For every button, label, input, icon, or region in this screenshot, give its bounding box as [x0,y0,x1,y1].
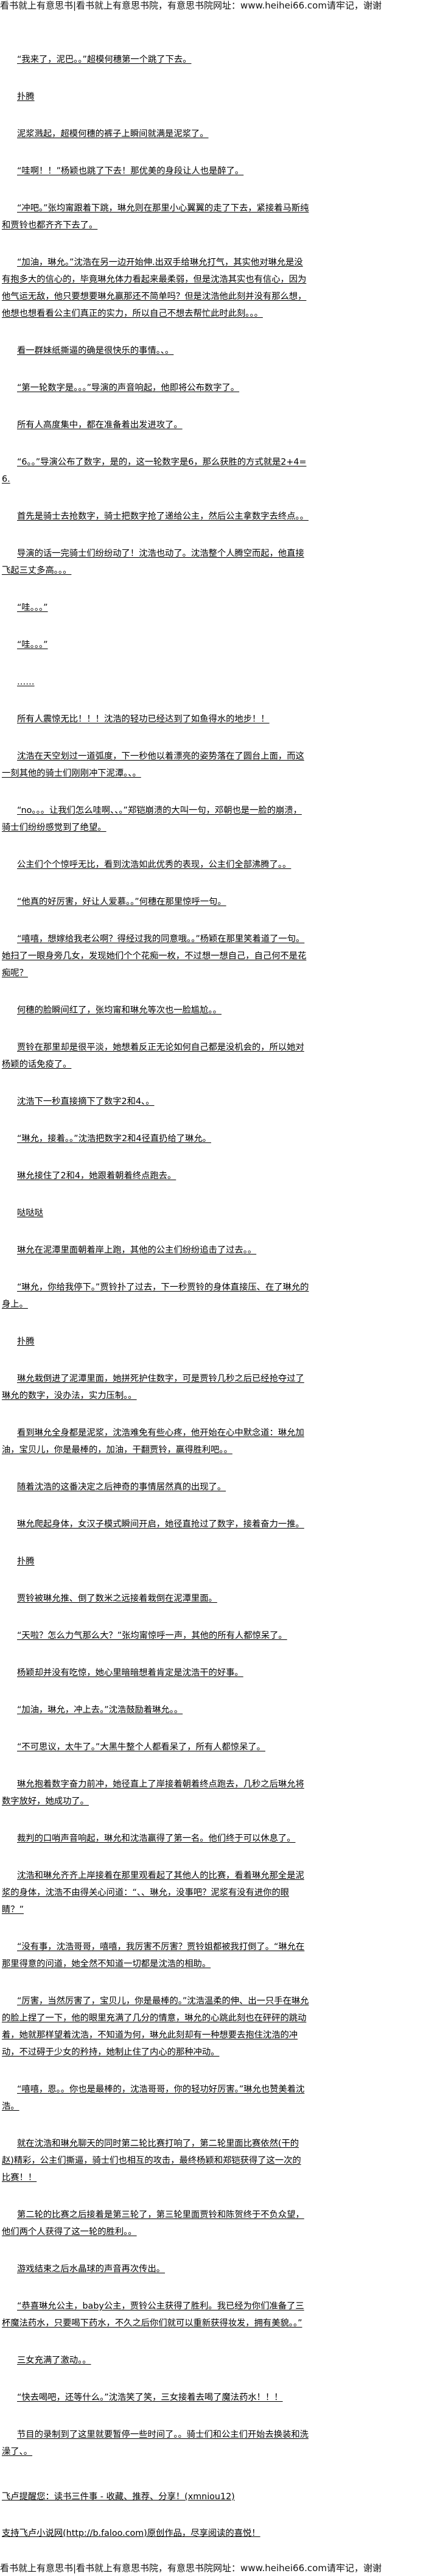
paragraph: 第二轮的比赛之后接着是第三轮了，第三轮里面贾铃和陈贺终于不负众望，他们两个人获得… [2,2210,304,2237]
paragraph: 三女充满了激动。。 [17,2356,91,2365]
paragraph: 裁判的口哨声音响起，琳允和沈浩赢得了第一名。他们终于可以休息了。 [17,1834,296,1843]
paragraph: “恭喜琳允公主，baby公主，贾铃公主获得了胜利。我已经为你们准备了三杯魔法药水… [2,2301,304,2328]
paragraph: “他真的好厉害，好让人爱慕。。”何穗在那里惊呼一句。 [17,897,226,907]
paragraph: 杨颖却并没有吃惊，她心里暗暗想着肯定是沈浩干的好事。 [17,1668,243,1678]
site-banner-top: 看书就上有意思书|看书就上有意思书院，有意思书院网址：www.heihei66.… [0,0,382,11]
paragraph: “厉害，当然厉害了，宝贝儿，你是最棒的。”沈浩温柔的伸、出一只手在琳允的脸上捏了… [2,1996,309,2057]
paragraph: 琳允接住了2和4，她跟着朝着终点跑去。 [17,1171,176,1181]
paragraph: 泥浆溅起，超模何穗的裤子上瞬间就满是泥浆了。 [17,129,209,139]
paragraph: “哇啊！！”杨颖也跳了下去！那优美的身段让人也是醉了。 [17,166,244,176]
paragraph: 哒哒哒 [17,1208,43,1218]
paragraph: “琳允，你给我停下。”贾铃扑了过去，下一秒贾铃的身体直接压、在了琳允的身上。 [2,1283,309,1309]
paragraph: 贾铃被琳允推、倒了数米之远接着栽倒在泥潭里面。 [17,1594,217,1603]
paragraph: …… [17,677,35,687]
paragraph: 琳允栽倒进了泥潭里面，她拼死护住数字，可是贾铃几秒之后已经抢夺过了琳允的数字，没… [2,1374,304,1401]
paragraph: 沈浩下一秒直接摘下了数字2和4、。 [17,1097,155,1107]
paragraph: “哇。。。” [17,603,48,613]
paragraph: “6。。”导演公布了数字，是的，这一轮数字是6，那么获胜的方式就是2+4=6. [2,457,307,484]
chapter-body: “我来了，泥巴。。”超模何穗第一个跳了下去。扑腾泥浆溅起，超模何穗的裤子上瞬间就… [2,51,309,2460]
paragraph: 所有人震惊无比！！！沈浩的轻功已经达到了如鱼得水的地步！！ [17,714,270,724]
paragraph: 沈浩和琳允齐齐上岸接着在那里观看起了其他人的比赛，看着琳允那全是泥浆的身体，沈浩… [2,1871,304,1915]
paragraph: “加油，琳允。”沈浩在另一边开始伸.出双手给琳允打气，其实他对琳允是没有抱多大的… [2,258,307,318]
paragraph: 公主们个个惊呼无比，看到沈浩如此优秀的表现，公主们全部沸腾了。。 [17,860,292,870]
paragraph: “不可思议，太牛了。”大黑牛整个人都看呆了，所有人都惊呆了。 [17,1742,265,1752]
paragraph: 导演的话一完骑士们纷纷动了！沈浩也动了。沈浩整个人腾空而起，他直接飞起三丈多高。… [2,549,304,575]
paragraph: 游戏结束之后水晶球的声音再次传出。 [17,2264,166,2274]
support-link-text[interactable]: 支持飞卢小说网(http://b.faloo.com)原创作品，尽享阅读的喜悦！ [2,2528,260,2538]
paragraph: 所有人高度集中，都在准备着出发进攻了。 [17,420,183,430]
paragraph: 就在沈浩和琳允聊天的同时第二轮比赛打响了，第二轮里面比赛依然(干的赵)精彩，公主… [2,2139,301,2183]
paragraph: “no。。。让我们怎么哇啊、、。”郑铠崩溃的大叫一句，邓朝也是一脸的崩溃，骑士们… [2,806,302,832]
paragraph: “第一轮数字是。。。”导演的声音响起，他即将公布数字了。 [17,383,240,393]
paragraph: 扑腾 [17,92,35,102]
paragraph: “没有事，沈浩哥哥，嘻嘻，我厉害不厉害？贾铃姐都被我打倒了。“琳允在那里得意的问… [2,1942,305,1969]
paragraph: 琳允抱着数字奋力前冲，她径直上了岸接着朝着终点跑去，几秒之后琳允将数字放好，她成… [2,1779,304,1806]
paragraph: “嘻嘻，恩。。你也是最棒的，沈浩哥哥，你的轻功好厉害。”琳允也赞美着沈浩。 [2,2085,305,2111]
paragraph: “我来了，泥巴。。”超模何穗第一个跳了下去。 [17,55,192,65]
paragraph: 看一群妹纸撕逼的确是很快乐的事情。、。 [17,346,174,356]
paragraph: 扑腾 [17,1557,35,1566]
paragraph: 沈浩在天空划过一道弧度，下一秒他以着漂亮的姿势落在了圆台上面，而这一刻其他的骑士… [2,751,304,778]
paragraph: “快去喝吧，还等什么。”沈浩笑了笑，三女接着去喝了魔法药水！！！ [17,2393,283,2402]
paragraph: 节目的录制到了这里就要暂停一些时间了。。骑士们和公主们开始去换装和洗澡了、。 [2,2430,309,2457]
paragraph: 琳允在泥潭里面朝着岸上跑，其他的公主们纷纷追击了过去。。 [17,1245,257,1255]
site-banner-bottom: 看书就上有意思书|看书就上有意思书院，有意思书院网址：www.heihei66.… [0,2563,382,2574]
paragraph: “加油，琳允，冲上去。”沈浩鼓励着琳允。。 [17,1705,183,1715]
paragraph: 随着沈浩的这番决定之后神奇的事情居然真的出现了。 [17,1482,226,1492]
paragraph: “嘻嘻，想嫁给我老公啊？得经过我的同意哦。。”杨颖在那里笑着道了一句。她扫了一眼… [2,934,307,978]
paragraph: 何穗的脸瞬间红了，张均甯和琳允等次也一脸尴尬。。 [17,1005,222,1015]
paragraph: 扑腾 [17,1337,35,1346]
paragraph: “琳允，接着。。”沈浩把数字2和4径直扔给了琳允。 [17,1134,211,1144]
paragraph: 看到琳允全身都是泥浆，沈浩难免有些心疼，他开始在心中默念道：琳允加油，宝贝儿，你… [2,1428,304,1455]
paragraph: “天啦？怎么力气那么大？”张均甯惊呼一声，其他的所有人都惊呆了。 [17,1631,287,1641]
paragraph: 首先是骑士去抢数字，骑士把数字抢了递给公主，然后公主拿数字去终点。。 [17,512,309,521]
paragraph: 琳允爬起身体，女汉子模式瞬间开启，她径直抢过了数字，接着奋力一推。 [17,1519,304,1529]
paragraph: 贾铃在那里却是很平淡，她想着反正无论如何自己都是没机会的，所以她对杨颖的话免疫了… [2,1043,304,1069]
reading-reminder: 飞卢提醒您：读书三件事 - 收藏、推荐、分享！(xmniou12) [2,2492,235,2502]
paragraph: “哇。。。” [17,640,48,650]
paragraph: “冲吧。”张均甯跟着下跳，琳允则在那里小心翼翼的走了下去，紧接着马斯纯和贾铃也都… [2,203,309,230]
